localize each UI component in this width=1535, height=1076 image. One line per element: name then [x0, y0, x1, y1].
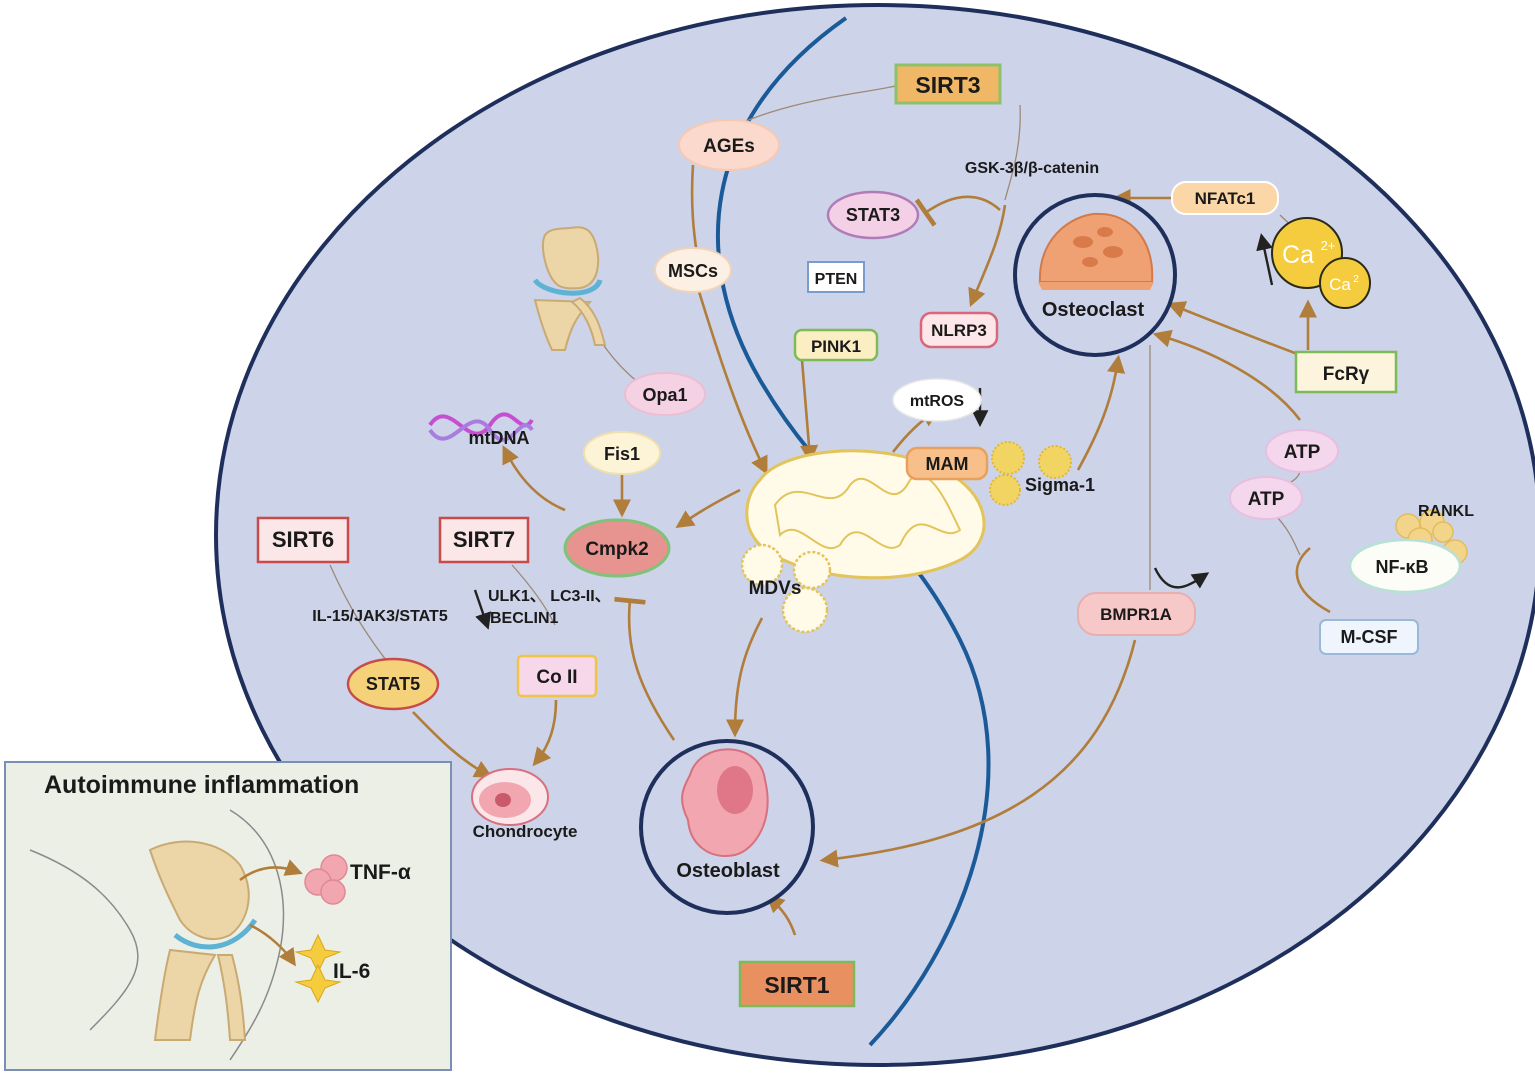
stat3-node — [826, 190, 920, 240]
tnf-arrow — [239, 859, 303, 882]
osteoclast-label: Osteoclast — [1042, 299, 1145, 321]
fibula-shape — [216, 954, 247, 1041]
cmpk2-node — [563, 518, 671, 578]
ages-node — [678, 119, 780, 171]
mitochondrion — [745, 449, 986, 580]
sigma1-label: Sigma-1 — [1025, 475, 1095, 495]
gsk-label: GSK-3β/β-catenin — [965, 160, 1099, 177]
autoimmune-inset: Autoimmune inflammation TNF-α IL-6 — [4, 761, 452, 1071]
ulk1-label-line1: ULK1、 LC3-II、 — [488, 588, 611, 605]
atp-node-2 — [1229, 476, 1303, 520]
mtros-label: mtROS — [910, 393, 965, 410]
opa1-label: Opa1 — [642, 385, 687, 405]
cmpk2-label: Cmpk2 — [585, 539, 648, 560]
mscs-node — [654, 247, 732, 293]
mdvs-label: MDVs — [749, 578, 802, 599]
mam-label: MAM — [926, 454, 969, 474]
stat5-node — [346, 657, 440, 711]
sirt7-box — [438, 516, 530, 564]
pink1-label: PINK1 — [811, 337, 861, 356]
pten-box — [807, 261, 865, 293]
osteoclast-cell-icon — [1038, 212, 1154, 290]
ca-small-superscript: 2 — [1353, 274, 1359, 285]
mam-box — [905, 446, 989, 481]
leg-outline — [29, 849, 139, 1031]
bmpr1a-label: BMPR1A — [1100, 605, 1172, 624]
sirt1-label: SIRT1 — [764, 972, 829, 998]
ca-big-label: Ca — [1282, 241, 1314, 269]
il6-arrow — [249, 923, 296, 967]
sigma1-spheres — [989, 441, 1072, 506]
stat3-label: STAT3 — [846, 205, 900, 225]
col2-label: Co II — [536, 667, 577, 688]
black-arrows — [473, 233, 1274, 630]
rankl-label: RANKL — [1418, 503, 1474, 520]
mscs-label: MSCs — [668, 261, 718, 281]
ages-label: AGEs — [703, 136, 755, 157]
fis1-label: Fis1 — [604, 444, 640, 464]
sirt6-label: SIRT6 — [272, 527, 334, 552]
nlrp3-box — [919, 311, 999, 349]
fis1-node — [583, 431, 661, 475]
mtdna-helix-icon — [428, 412, 534, 442]
mtros-node — [892, 378, 982, 422]
chondrocyte-label: Chondrocyte — [473, 822, 578, 841]
il6-star-2 — [294, 963, 342, 1004]
cartilage-ring — [173, 918, 258, 950]
ca-small-sphere — [1319, 257, 1371, 309]
il15-label: IL-15/JAK3/STAT5 — [312, 608, 448, 625]
atp-node-1 — [1265, 429, 1339, 473]
sirt3-box — [894, 63, 1002, 105]
pink1-box — [793, 328, 879, 362]
mdv-vesicles — [740, 543, 832, 634]
stat5-label: STAT5 — [366, 674, 420, 694]
il6-label: IL-6 — [333, 960, 370, 983]
ca-big-superscript: 2+ — [1321, 238, 1336, 253]
atp-label-2: ATP — [1248, 489, 1285, 510]
nfatc1-label: NFATc1 — [1195, 189, 1256, 208]
atp-label-1: ATP — [1284, 442, 1321, 463]
sirt7-label: SIRT7 — [453, 527, 515, 552]
fcrg-box — [1294, 350, 1398, 394]
mcsf-box — [1319, 619, 1419, 655]
osteoblast-label: Osteoblast — [676, 860, 780, 882]
fcrg-label: FcRγ — [1323, 364, 1370, 385]
col2-box — [516, 654, 598, 698]
bmpr1a-box — [1077, 592, 1196, 636]
nfkb-node — [1348, 538, 1462, 594]
ulk1-label-line2: BECLIN1 — [490, 610, 559, 627]
ca-small-label: Ca — [1329, 275, 1351, 294]
mtdna-label: mtDNA — [469, 428, 530, 448]
sirt3-label: SIRT3 — [915, 72, 980, 98]
inset-title: Autoimmune inflammation — [44, 771, 359, 799]
nfatc1-box — [1171, 181, 1279, 215]
chondrocyte-cell-icon — [471, 768, 549, 826]
osteoblast-cell-icon — [681, 748, 769, 857]
tnf-sphere-3 — [320, 879, 346, 905]
sirt1-box — [738, 960, 856, 1008]
femur-shape — [148, 840, 250, 940]
pten-label: PTEN — [815, 271, 858, 288]
opa1-node — [624, 372, 706, 416]
sirt6-box — [256, 516, 350, 564]
nfkb-label: NF-κB — [1375, 557, 1428, 577]
mcsf-label: M-CSF — [1341, 627, 1398, 647]
tibia-shape — [153, 948, 217, 1041]
nlrp3-label: NLRP3 — [931, 321, 987, 340]
knee-bone-icon — [532, 226, 607, 351]
tnf-label: TNF-α — [350, 861, 411, 884]
